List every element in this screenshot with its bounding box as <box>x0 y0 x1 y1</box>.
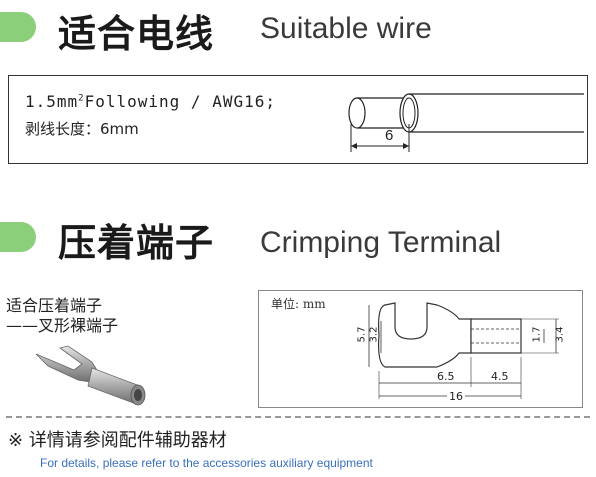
unit-label: 单位: mm <box>271 297 326 311</box>
dim-45: 4.5 <box>491 370 509 383</box>
dim-34: 3.4 <box>554 326 566 343</box>
wire-spec-line1: 1.5mm2Following / AWG16; <box>25 92 276 111</box>
dim-65: 6.5 <box>437 370 455 383</box>
section-marker-terminal <box>0 222 36 252</box>
section-title-terminal-cn: 压着端子 <box>58 221 215 265</box>
wire-spec-awg: Following / AWG16; <box>84 92 276 111</box>
dim-17: 1.7 <box>531 326 543 343</box>
section-title-wire-en: Suitable wire <box>260 12 432 45</box>
fork-terminal-image <box>35 345 146 406</box>
strip-length-dim-label: 6 <box>385 127 394 144</box>
wire-diagram <box>348 93 584 152</box>
section-title-terminal-en: Crimping Terminal <box>260 226 502 259</box>
wire-spec-sup: 2 <box>78 93 85 104</box>
dim-32: 3.2 <box>368 326 380 343</box>
section-marker-wire <box>0 12 36 42</box>
dim-57: 5.7 <box>356 326 368 343</box>
wire-spec-box: 1.5mm2Following / AWG16; 剥线长度：6mm 6 <box>8 75 588 164</box>
wire-strip-length: 剥线长度：6mm <box>25 120 139 138</box>
wire-spec-size: 1.5mm <box>25 92 79 111</box>
dimension-drawing-box: 单位: mm 5.7 3.2 1.7 3.4 6.5 4.5 16 <box>258 290 583 408</box>
section-title-wire-cn: 适合电线 <box>58 12 215 56</box>
terminal-dimension-diagram <box>368 302 559 399</box>
terminal-label-line2: ——叉形裸端子 <box>6 316 119 335</box>
dim-16: 16 <box>447 390 465 403</box>
accessories-note-en: For details, please refer to the accesso… <box>40 456 373 470</box>
accessories-note-cn: ※ 详情请参阅配件辅助器材 <box>8 430 227 451</box>
terminal-label-line1: 适合压着端子 <box>6 296 103 315</box>
divider <box>6 416 590 418</box>
